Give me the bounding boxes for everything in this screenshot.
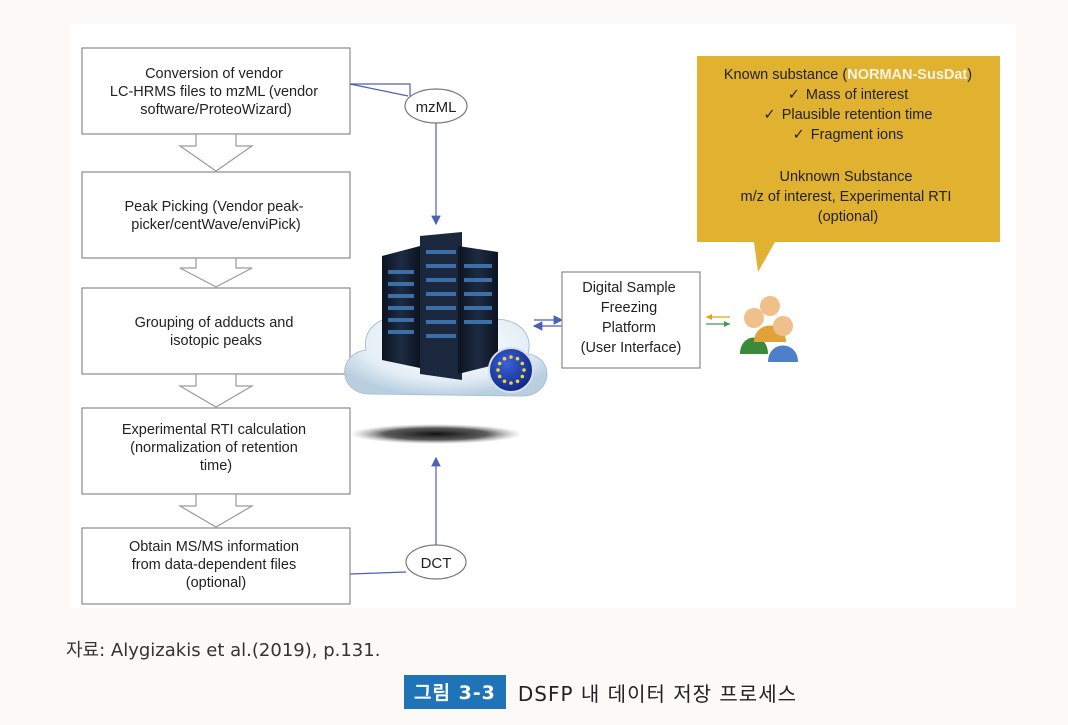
users-icon	[740, 296, 798, 362]
step-text-peak-picking: Peak Picking (Vendor peak- picker/centWa…	[125, 199, 308, 233]
dsfp-diagram: Conversion of vendor LC-HRMS files to mz…	[81, 47, 1000, 605]
platform-text: Digital Sample Freezing Platform (User I…	[581, 280, 682, 356]
cloud-platform-arrows	[532, 315, 564, 331]
source-note: 자료: Alygizakis et al.(2019), p.131.	[66, 640, 381, 661]
step-box-peak-picking	[81, 171, 351, 259]
dct-connector: DCT	[349, 456, 467, 580]
platform-user-arrows	[706, 314, 730, 327]
check-item-mass: ✓Mass of interest	[788, 87, 909, 103]
callout-bubble	[697, 56, 1000, 272]
eu-flag-icon	[488, 347, 534, 393]
figure-panel: Conversion of vendor LC-HRMS files to mz…	[70, 24, 1016, 608]
down-arrow-1	[178, 133, 254, 172]
mzml-connector: mzML	[349, 83, 468, 226]
step-text-msms: Obtain MS/MS information from data-depen…	[129, 539, 303, 591]
down-arrow-4	[177, 493, 255, 528]
caption-title: DSFP 내 데이터 저장 프로세스	[517, 681, 797, 706]
check-item-retention: ✓Plausible retention time	[764, 107, 933, 123]
check-item-fragment: ✓Fragment ions	[793, 127, 904, 143]
cloud-server-icon	[344, 232, 548, 444]
step-text-rti: Experimental RTI calculation (normalizat…	[122, 422, 310, 474]
figure-caption: 그림 3-3 DSFP 내 데이터 저장 프로세스	[404, 675, 797, 709]
step-box-grouping	[81, 287, 351, 375]
process-steps: Conversion of vendor LC-HRMS files to mz…	[81, 47, 351, 605]
down-arrow-2	[179, 257, 253, 288]
step-text-grouping: Grouping of adducts and isotopic peaks	[135, 315, 298, 349]
step-box-conversion	[81, 47, 351, 135]
step-box-msms	[81, 527, 351, 605]
mzml-label: mzML	[416, 99, 457, 116]
flow-arrows	[177, 133, 255, 528]
dct-label: DCT	[421, 555, 452, 572]
server-shadow	[350, 424, 522, 444]
step-text-conversion: Conversion of vendor LC-HRMS files to mz…	[110, 66, 322, 118]
down-arrow-3	[177, 373, 255, 408]
server-rack-icon	[382, 232, 498, 380]
info-callout: Known substance (NORMAN-SusDat) ✓Mass of…	[697, 56, 1000, 272]
unknown-substance-text: Unknown Substance m/z of interest, Exper…	[741, 169, 956, 225]
known-substance-title: Known substance (NORMAN-SusDat)	[724, 67, 972, 83]
caption-label: 그림 3-3	[404, 675, 506, 709]
platform-box	[561, 271, 701, 369]
